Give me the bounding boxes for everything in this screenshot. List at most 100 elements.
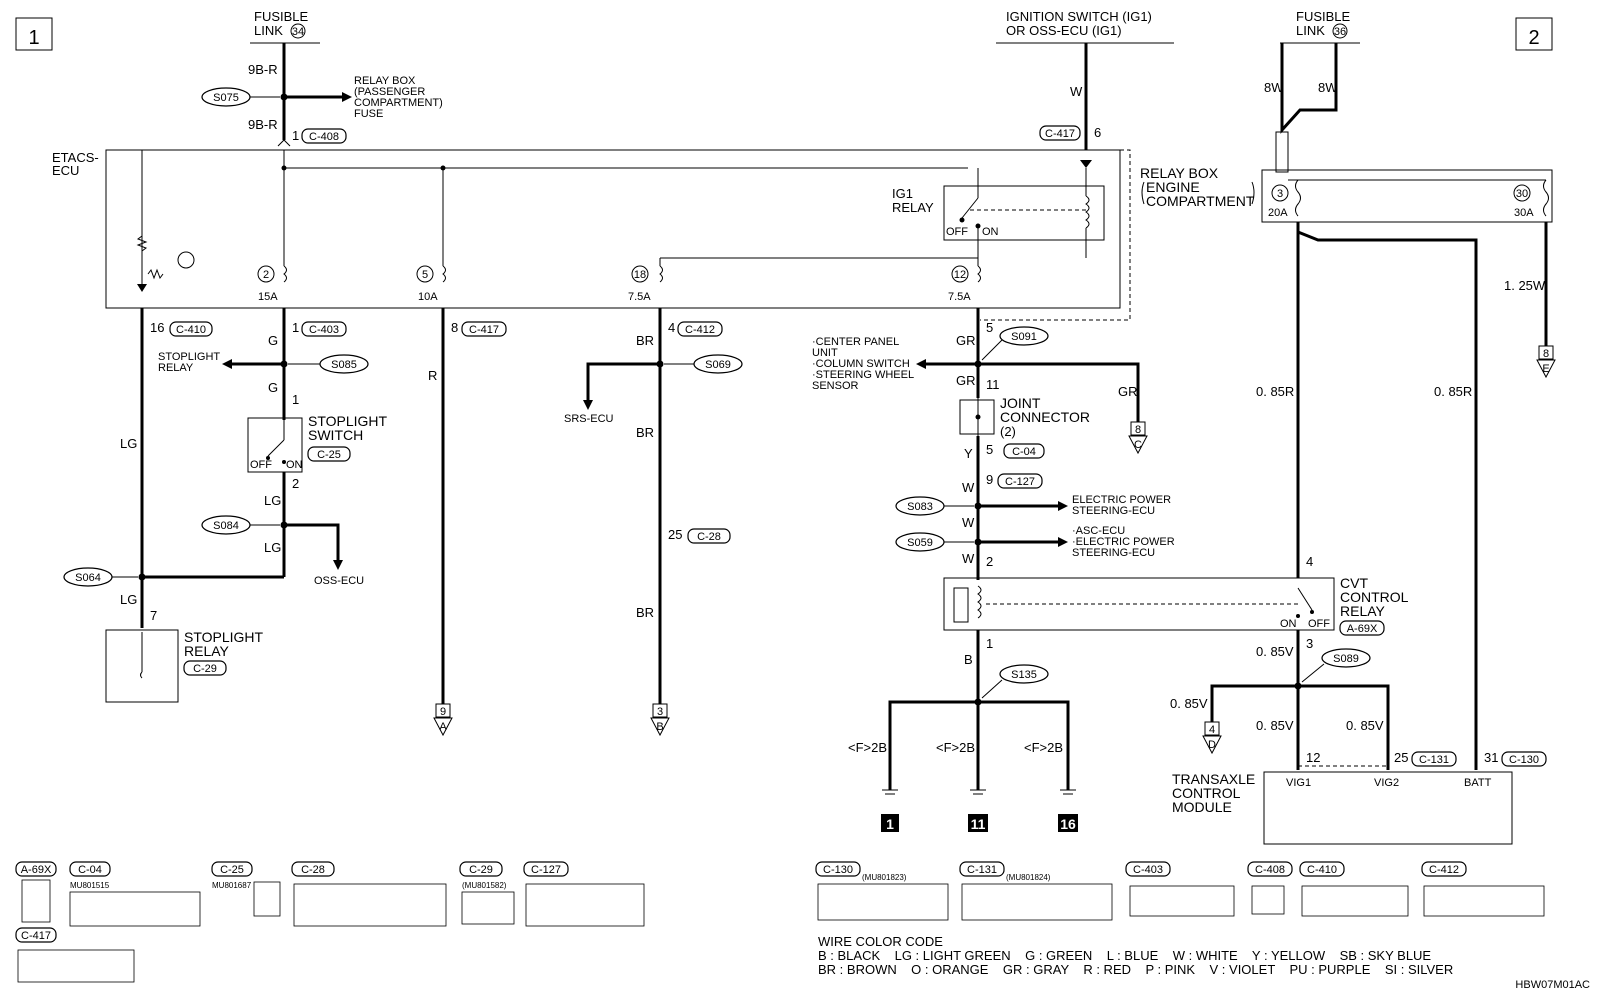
ref-4d-number: 4 [1209,724,1215,736]
cvt-relay-on: ON [1280,618,1297,630]
connector-c408-label: C-408 [309,131,339,143]
fuse-5-number: 5 [422,269,428,281]
wire-w-label-2: W [962,515,975,530]
wire-8w [1280,43,1338,134]
fusible-link-34-label-2: LINK [254,23,283,38]
bottom-c410-tag [1299,861,1345,877]
connector-c403-tag [301,321,347,337]
cvt-relay-resistor [953,587,969,623]
connector-c04-tag [1003,443,1045,459]
a69x-pin-2: 2 [986,554,993,569]
bottom-c04-tag [69,861,111,877]
etacs-transistor [177,251,195,269]
bottom-c04-label: C-04 [78,864,102,876]
bottom-c28-label: C-28 [301,864,325,876]
c412-pin-4: 4 [668,320,675,335]
tcm-box [1263,771,1513,845]
bottom-c130-body [817,883,949,921]
connector-c410-tag [169,321,213,337]
ig1-relay-label-2: RELAY [892,200,934,215]
fusible-link-34-number: 34 [292,26,304,38]
etacs-resistor-2 [147,268,164,280]
fuse-12: 12 7.5A [948,265,981,303]
splice-s085-label: S085 [331,359,357,371]
a69x-pin-1: 1 [986,636,993,651]
joint-connector-label-3: (2) [1000,424,1016,439]
relay-box-eng-box [1261,169,1553,223]
ref-8e-number: 8 [1543,348,1549,360]
wire-to-oss-ecu [284,523,340,560]
joint-connector-box [959,399,995,435]
wire-y-label: Y [964,446,973,461]
wire-g-label-1: G [268,333,278,348]
stoplight-switch-on-dot [282,460,286,464]
cvt-relay-coil [977,585,982,619]
bottom-connector-c28: C-28 [291,861,447,927]
relay-box-pass-label-2: (PASSENGER [354,86,425,98]
wire-085v-label-3: 0. 85V [1256,718,1294,733]
wire-br-label-1: BR [636,333,654,348]
splice-s075-label: S075 [213,92,239,104]
fuse-5: 5 10A [416,265,446,303]
connector-c403-label: C-403 [309,324,339,336]
etacs-bus-junction-2 [440,165,446,171]
arrow-stoplight-relay-small [222,359,232,369]
c417-pin-8: 8 [451,320,458,335]
wire-085r-label-1: 0. 85R [1256,384,1294,399]
ref-9a-letter: A [439,721,447,733]
bottom-c417-label: C-417 [21,930,51,942]
bottom-connector-c130: C-130 (MU801823) [815,861,949,921]
bottom-c25-tag [211,861,253,877]
fuse-30-number: 30 [1516,188,1528,200]
bottom-c403-label: C-403 [1133,864,1163,876]
connector-c130-tag [1501,751,1547,767]
c25-pin-2: 2 [292,476,299,491]
bottom-c408-body [1251,885,1285,915]
bottom-c29-tag [459,861,503,877]
page-marker-left-label: 1 [28,27,39,49]
wire-lg-label-1: LG [120,436,137,451]
bottom-c130-pn: (MU801823) [862,873,907,882]
bottom-a69x-body [21,879,51,923]
center-panel-label-5: SENSOR [812,380,859,392]
wire-br-label-3: BR [636,605,654,620]
ref-8e-box [1538,345,1554,360]
fuse-12-rating: 7.5A [948,291,971,303]
bottom-c25-label: C-25 [220,864,244,876]
c403-pin-1: 1 [292,320,299,335]
wire-to-srs-ecu [586,362,660,400]
fuse-30-rating: 30A [1514,207,1534,219]
connector-c417-mid-tag [461,321,507,337]
center-panel-label-3: ·COLUMN SWITCH [812,358,910,370]
connector-c131-label: C-131 [1419,754,1449,766]
a69x-pin-4: 4 [1306,554,1313,569]
ground-16: 16 [1058,789,1078,832]
fuse-12-badge [951,265,969,283]
c29-pin-7: 7 [150,608,157,623]
ref-8c-arrow [1128,435,1148,455]
relay-box-pass-label-3: COMPARTMENT) [354,97,443,109]
ground-11-label: 11 [971,816,986,832]
fusible-link-36-circle [1332,23,1348,39]
fusible-link-34-label-1: FUSIBLE [254,9,309,24]
connector-c131-tag [1411,751,1457,767]
fuse-18: 18 7.5A [628,265,663,303]
ground-11-badge [968,814,988,832]
splice-s135-pointer [981,679,1003,699]
wire-w-label-1: W [962,480,975,495]
bottom-c410-label: C-410 [1307,864,1337,876]
asc-label-2: ·ELECTRIC POWER [1072,536,1175,548]
connector-c410-label: C-410 [176,324,206,336]
arrow-relay-box-pass [342,92,352,102]
bottom-connector-c403: C-403 [1125,861,1235,917]
connector-c28-tag [687,528,731,544]
tcm-label-1: TRANSAXLE [1172,771,1255,787]
etacs-resistor-1 [136,235,148,252]
ig1-relay-off: OFF [946,226,968,238]
connector-a69x-tag [1339,620,1385,636]
wire-gr-label-3: GR [1118,384,1138,399]
bottom-c412-body [1423,885,1545,917]
fuse-18-symbol [659,265,663,283]
ref-9a-number: 9 [440,706,446,718]
etacs-ecu-label-1: ETACS- [52,150,99,165]
